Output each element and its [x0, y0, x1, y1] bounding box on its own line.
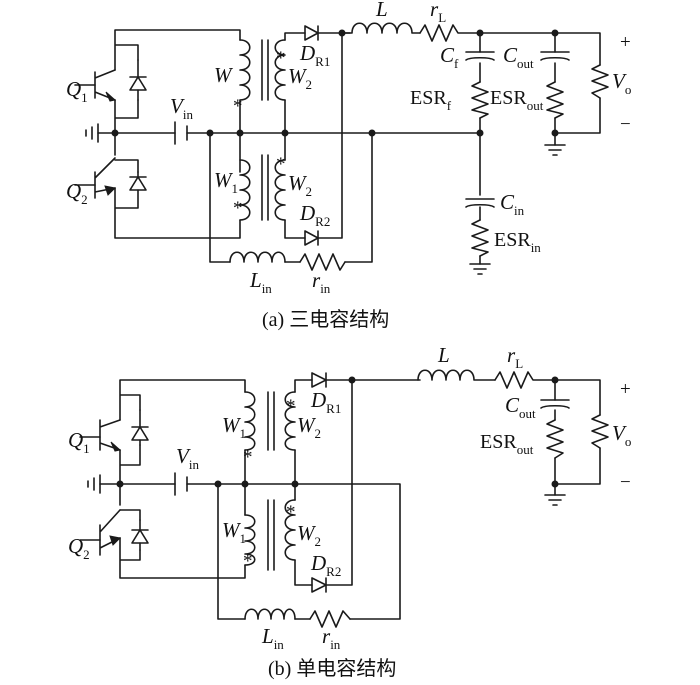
a-label-dr2: DR2	[299, 201, 330, 229]
b-label-w1-top: W1	[222, 413, 246, 441]
b-dot-mark-4: *	[243, 551, 253, 572]
b-resistor-rl-icon	[494, 371, 556, 389]
b-inductor-l-icon	[417, 369, 496, 381]
a-dot-mark-1: *	[276, 48, 286, 69]
b-inductor-lin-icon	[244, 608, 296, 620]
a-resistor-esrout-icon	[546, 81, 564, 119]
a-transformer-bottom-icon	[239, 132, 306, 239]
a-label-w1-bot: W1	[214, 168, 238, 196]
b-q1-transistor-icon	[79, 419, 122, 452]
a-q2-transistor-icon	[74, 157, 117, 199]
a-output-rails	[479, 32, 601, 265]
b-label-rl: rL	[507, 343, 523, 371]
a-label-q1: Q1	[66, 77, 88, 105]
b-label-l: L	[437, 343, 450, 367]
a-vin-source-icon	[174, 121, 188, 145]
b-transformer-bottom-icon	[244, 483, 313, 586]
a-capacitor-cout-icon	[540, 51, 570, 61]
b-label-plus: +	[620, 379, 631, 400]
b-q2-diode-icon	[131, 519, 149, 551]
b-label-w1-bot: W1	[222, 518, 246, 546]
b-label-vo: Vo	[612, 421, 631, 449]
b-q1-diode-icon	[131, 409, 149, 446]
a-label-cout: Cout	[503, 43, 534, 71]
b-q2-transistor-icon	[79, 509, 122, 556]
a-label-cin: Cin	[500, 190, 525, 218]
a-q1-diode-icon	[129, 59, 147, 101]
a-capacitor-cin-icon	[465, 198, 495, 208]
b-label-w2-top: W2	[297, 413, 321, 441]
diagram-a: Q1 Q2 Vin W W2 W1 W2 DR1 DR2 L rL Cf Cou…	[66, 0, 631, 331]
a-resistor-esrf-icon	[471, 81, 489, 119]
b-label-lin: Lin	[261, 624, 284, 652]
b-label-q1: Q1	[68, 428, 90, 456]
b-label-dr1: DR1	[310, 388, 341, 416]
b-resistor-esrout-icon	[546, 419, 564, 459]
a-label-l: L	[375, 0, 388, 21]
a-resistor-rl-icon	[419, 24, 481, 42]
a-label-w2-bot: W2	[288, 171, 312, 199]
diagram-b: Q1 Q2 Vin W1 W2 W1 W2 DR1 DR2 L rL Cout …	[68, 343, 631, 680]
a-inductor-lin-icon	[229, 251, 286, 263]
a-dot-mark-3: *	[276, 154, 286, 175]
b-ground-out-icon	[544, 494, 566, 506]
a-label-q2: Q2	[66, 179, 88, 207]
a-inductor-l-icon	[341, 22, 421, 34]
a-label-vo: Vo	[612, 69, 631, 97]
a-capacitor-cf-icon	[465, 51, 495, 61]
a-q2-diode-icon	[129, 171, 147, 191]
a-q1-transistor-icon	[74, 69, 117, 102]
a-ground-left-icon	[85, 123, 99, 143]
a-label-rl: rL	[430, 0, 446, 25]
a-caption: (a) 三电容结构	[262, 308, 389, 331]
b-load-vo-icon	[591, 414, 609, 449]
a-label-plus: +	[620, 32, 631, 53]
b-label-dr2: DR2	[310, 551, 341, 579]
a-ground-in-icon	[469, 263, 491, 275]
a-load-vo-icon	[591, 64, 609, 99]
a-label-esrin: ESRin	[494, 229, 541, 255]
a-label-w2-top: W2	[288, 64, 312, 92]
b-output-rails	[554, 379, 601, 496]
a-label-dr1: DR1	[299, 41, 330, 69]
b-transformer-top-icon	[244, 379, 313, 485]
b-caption: (b) 单电容结构	[268, 657, 396, 680]
a-label-vin: Vin	[170, 94, 193, 122]
a-junction-dots	[111, 29, 559, 137]
b-ground-left-icon	[87, 474, 101, 494]
b-label-cout: Cout	[505, 393, 536, 421]
a-ground-out-icon	[544, 144, 566, 156]
b-left-wires	[99, 379, 401, 620]
b-label-q2: Q2	[68, 534, 90, 562]
a-label-rin: rin	[312, 268, 331, 296]
a-dr2-diode-icon	[304, 32, 343, 246]
b-dot-mark-1: *	[286, 396, 296, 417]
b-vin-source-icon	[174, 472, 188, 496]
a-dot-mark-2: *	[233, 96, 243, 117]
a-resistor-rin-icon	[299, 253, 346, 271]
b-dot-mark-3: *	[286, 502, 296, 523]
a-transformer-top-icon	[239, 32, 306, 134]
b-label-rin: rin	[322, 624, 341, 652]
b-label-vin: Vin	[176, 444, 199, 472]
a-label-w-top: W	[214, 63, 234, 87]
a-label-esrout: ESRout	[490, 87, 544, 113]
b-capacitor-cout-icon	[540, 399, 570, 409]
a-label-minus: −	[620, 114, 631, 135]
b-dr1-diode-icon	[311, 372, 421, 388]
b-resistor-rin-icon	[309, 610, 351, 628]
b-dot-mark-2: *	[243, 447, 253, 468]
a-label-esrf: ESRf	[410, 87, 452, 113]
b-label-w2-bot: W2	[297, 521, 321, 549]
a-label-cf: Cf	[440, 43, 459, 71]
a-resistor-esrin-icon	[471, 219, 489, 257]
a-label-lin: Lin	[249, 268, 272, 296]
b-label-esrout: ESRout	[480, 431, 534, 457]
a-dot-mark-4: *	[233, 198, 243, 219]
b-dr2-diode-icon	[311, 379, 353, 593]
b-label-minus: −	[620, 472, 631, 493]
